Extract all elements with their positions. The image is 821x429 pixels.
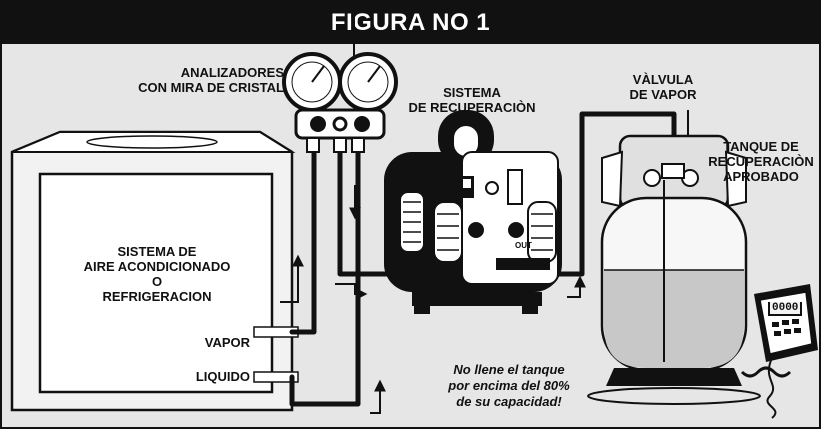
vapor-valve-label-line-2: DE VAPOR	[629, 87, 697, 102]
vapor-valve-label: VÀLVULA DE VAPOR	[608, 72, 718, 102]
vapor-port-label: VAPOR	[204, 335, 250, 350]
recovery-tank	[587, 134, 761, 405]
recovery-machine: OUT	[384, 110, 562, 314]
ac-system-label-line-4: REFRIGERACION	[102, 289, 212, 304]
scale-display: 0000	[770, 302, 801, 314]
ac-system-label: SISTEMA DE AIRE ACONDICIONADO O REFRIGER…	[47, 244, 267, 304]
warning-note-line-3: de su capacidad!	[456, 394, 562, 409]
tank-label-line-3: APROBADO	[723, 169, 799, 184]
recovery-system-label-line-2: DE RECUPERACIÒN	[408, 100, 536, 115]
gauges-label-line-1: ANALIZADORES	[180, 65, 284, 80]
gauges-label-line-2: CON MIRA DE CRISTAL	[138, 80, 284, 95]
ac-system-label-line-3: O	[151, 274, 163, 289]
ac-unit	[10, 130, 299, 412]
tank-label: TANQUE DE RECUPERACIÒN APROBADO	[702, 139, 819, 184]
gauges-label: ANALIZADORES CON MIRA DE CRISTAL	[106, 65, 284, 95]
ac-system-label-line-1: SISTEMA DE	[117, 244, 197, 259]
warning-note-line-1: No llene el tanque	[453, 362, 565, 377]
manifold-gauges	[282, 52, 398, 153]
recovery-system-label-line-1: SISTEMA	[443, 85, 501, 100]
tank-label-line-2: RECUPERACIÒN	[708, 154, 814, 169]
flow-arrows	[280, 110, 694, 414]
ac-system-label-line-2: AIRE ACONDICIONADO	[83, 259, 231, 274]
machine-port-label: OUT	[515, 241, 532, 250]
vapor-valve-label-line-1: VÀLVULA	[632, 72, 694, 87]
liquid-port-label: LIQUIDO	[195, 369, 250, 384]
recovery-system-label: SISTEMA DE RECUPERACIÒN	[402, 85, 542, 115]
tank-label-line-1: TANQUE DE	[723, 139, 799, 154]
figure-title: FIGURA NO 1	[2, 2, 819, 44]
warning-note: No llene el tanque por encima del 80% de…	[430, 362, 588, 410]
warning-note-line-2: por encima del 80%	[448, 378, 570, 393]
